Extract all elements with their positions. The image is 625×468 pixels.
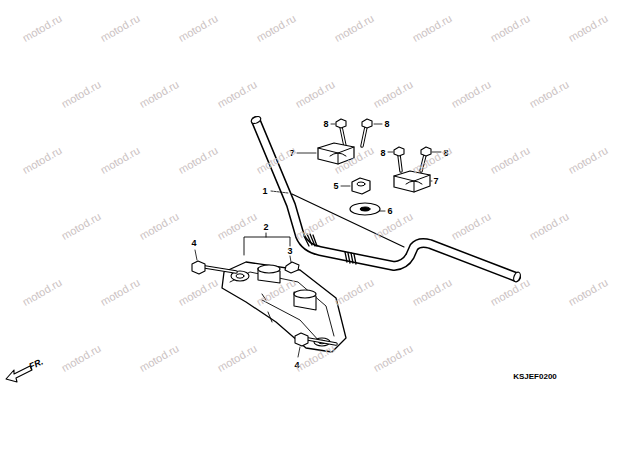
watermark: motod.ru	[566, 276, 610, 308]
watermark: motod.ru	[137, 210, 181, 242]
watermark: motod.ru	[20, 144, 64, 176]
watermark: motod.ru	[332, 12, 376, 44]
watermark: motod.ru	[371, 342, 415, 374]
watermark: motod.ru	[98, 144, 142, 176]
watermark: motod.ru	[332, 276, 376, 308]
watermark: motod.ru	[566, 12, 610, 44]
watermark: motod.ru	[59, 210, 103, 242]
watermark: motod.ru	[254, 12, 298, 44]
watermark: motod.ru	[98, 12, 142, 44]
watermark: motod.ru	[527, 210, 571, 242]
callout-number: 7	[433, 176, 438, 186]
watermark: motod.ru	[371, 78, 415, 110]
watermark: motod.ru	[566, 144, 610, 176]
watermark: motod.ru	[215, 342, 259, 374]
callout-number: 8	[384, 119, 389, 129]
watermark: motod.ru	[137, 342, 181, 374]
callout-number: 1	[262, 186, 267, 196]
watermark: motod.ru	[59, 342, 103, 374]
watermark: motod.ru	[410, 12, 454, 44]
watermark: motod.ru	[488, 276, 532, 308]
watermark: motod.ru	[488, 144, 532, 176]
watermark: motod.ru	[176, 276, 220, 308]
watermark: motod.ru	[176, 144, 220, 176]
callout-number: 8	[380, 148, 385, 158]
diagram-code: KSJEF0200	[513, 372, 557, 381]
callout-number: 3	[287, 246, 292, 256]
watermark: motod.ru	[293, 78, 337, 110]
callout-number: 5	[333, 181, 338, 191]
callout-number: 2	[263, 222, 268, 232]
watermark: motod.ru	[371, 210, 415, 242]
watermark: motod.ru	[449, 78, 493, 110]
watermark: motod.ru	[20, 276, 64, 308]
watermark: motod.ru	[98, 276, 142, 308]
watermark: motod.ru	[215, 78, 259, 110]
watermark: motod.ru	[176, 12, 220, 44]
watermark: motod.ru	[527, 78, 571, 110]
direction-label: FR.	[27, 356, 44, 371]
watermark: motod.ru	[20, 12, 64, 44]
watermark: motod.ru	[488, 12, 532, 44]
callout-number: 4	[191, 238, 196, 248]
watermark: motod.ru	[59, 78, 103, 110]
callout-number: 8	[323, 119, 328, 129]
watermark: motod.ru	[410, 276, 454, 308]
callout-number: 6	[387, 206, 392, 216]
watermark: motod.ru	[449, 210, 493, 242]
watermark: motod.ru	[410, 144, 454, 176]
watermark: motod.ru	[137, 78, 181, 110]
